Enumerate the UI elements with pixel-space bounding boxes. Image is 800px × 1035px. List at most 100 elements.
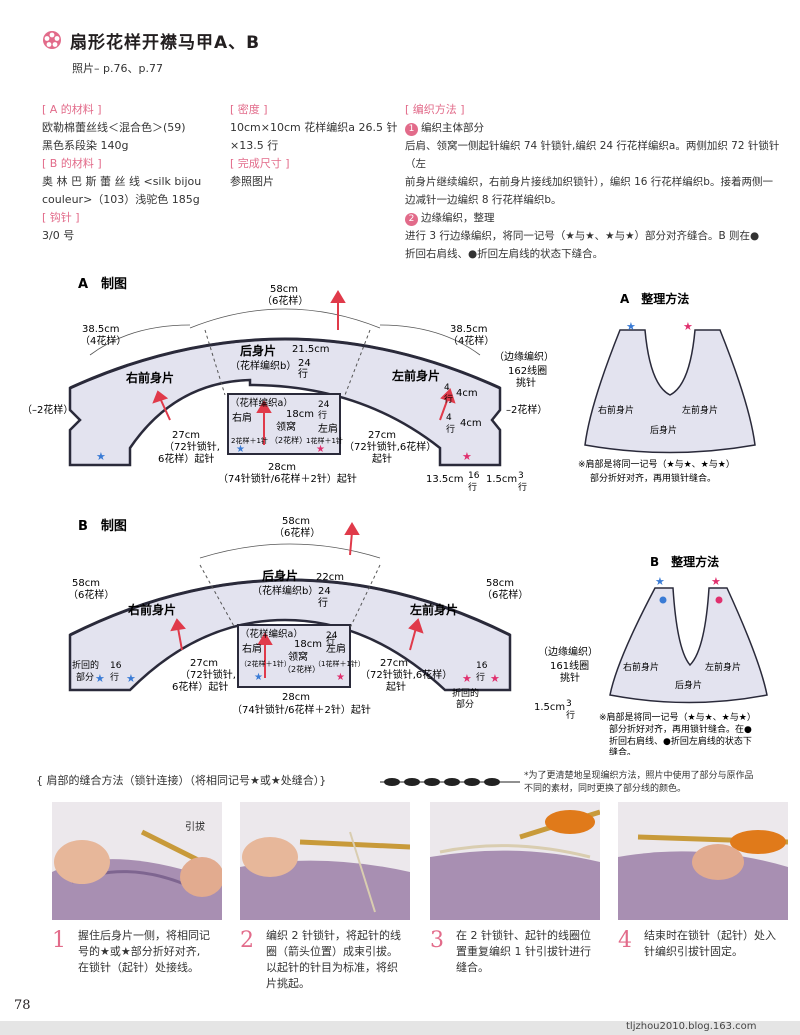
finishing-b: B 整理方法 ★ ★ 右前身片 左前身片 后身片 ※肩部是将同一记号（★与★、★…	[599, 554, 768, 755]
star-blue-icon: ★	[236, 444, 245, 455]
a-right-pattern: （4花样）	[448, 334, 494, 347]
a-cm27-left-sub2: 6花样）起针	[158, 452, 214, 465]
b-top-pattern: （6花样）	[274, 526, 320, 539]
step2-number: 2	[405, 213, 418, 226]
diagram-b-title: B 制图	[78, 518, 127, 534]
a-back-rows: 24	[298, 358, 311, 369]
b-left-pattern: （6花样）	[68, 588, 114, 601]
star-pink-icon: ★	[316, 444, 325, 455]
step2-l1: 编织 2 针锁针，将起针的线	[266, 929, 401, 942]
a-side-right: 1花样＋1针	[306, 436, 343, 445]
a-back-label: 后身片	[240, 343, 276, 358]
step1-l2: 号的★或★部分折好对齐,	[78, 945, 201, 958]
b-fold-right1: 折回的	[452, 687, 479, 699]
star-pink-icon: ★	[711, 575, 721, 588]
finishing-a-note1: ※肩部是将同一记号（★与★、★与★）	[578, 458, 735, 470]
finishing-b-back: 后身片	[675, 679, 702, 691]
star-blue-icon: ★	[95, 672, 105, 685]
b-cm27-right: 27cm	[380, 658, 408, 669]
b-cm27-left-sub2: 6花样）起针	[172, 680, 228, 693]
b-back-cm: 22cm	[316, 572, 344, 583]
finishing-b-note3: 折回右肩线、●折回左肩线的状态下	[609, 735, 752, 747]
finishing-b-note2: 部分折好对齐，再用锁针缝合。在●	[609, 723, 752, 735]
page-number: 78	[14, 998, 31, 1013]
b-materials-line2: couleur>（103）浅驼色 185g	[42, 193, 200, 206]
step4-l2: 针编织引拔针固定。	[644, 945, 743, 958]
finishing-a-note2: 部分折好对齐，再用锁针缝合。	[590, 472, 716, 484]
finishing-a: A 整理方法 ★ ★ 右前身片 左前身片 后身片 ※肩部是将同一记号（★与★、★…	[578, 291, 756, 484]
finishing-a-left: 左前身片	[682, 404, 718, 416]
step3-num: 3	[430, 928, 444, 953]
b-rows3-unit: 行	[566, 709, 575, 721]
step2-line1: 进行 3 行边缘编织，将同一记号（★与★、★与★）部分对齐缝合。B 则在●	[405, 230, 760, 242]
a-rows4b-unit: 行	[446, 423, 455, 435]
b-fold-left2: 部分	[76, 671, 94, 683]
hook-label: [ 钩针 ]	[42, 211, 80, 224]
a-edge-label: （边缘编织）	[494, 350, 554, 363]
step1-line3: 边减针一边编织 8 行花样编织b。	[405, 194, 562, 206]
b-neck: 领窝	[288, 650, 308, 663]
flower-icon	[43, 31, 61, 49]
size-label: [ 完成尺寸 ]	[230, 157, 290, 170]
a-rows3: 3	[518, 471, 524, 481]
a-rows16: 16	[468, 471, 480, 481]
step1-l3: 在锁针（起针）处接线。	[78, 961, 199, 974]
finishing-b-right: 右前身片	[623, 661, 659, 673]
diagram-b: B 制图 ★ ★ ★ ★ ★ ★ 58cm （6花样） 58cm （6花样） 5…	[68, 516, 598, 721]
a-left-width: 38.5cm	[82, 324, 120, 335]
step3-l3: 缝合。	[456, 961, 489, 974]
site-watermark: tljzhou2010.blog.163.com	[626, 1021, 757, 1032]
diagram-a-arrows	[152, 290, 456, 445]
b-cm15: 1.5cm	[534, 702, 565, 713]
step4: 4 结束时在锁针（起针）处入 针编织引拔针固定。	[618, 928, 798, 960]
step1-title: 编织主体部分	[421, 122, 484, 134]
hook-value: 3/0 号	[42, 229, 75, 242]
step1-number: 1	[405, 123, 418, 136]
step1-line1: 后肩、领窝一侧起针编织 74 针锁针,编织 24 行花样编织a。两侧加织 72 …	[405, 140, 780, 170]
b-side-left: （2花样＋1针）	[240, 659, 291, 668]
b-back-sub: （花样编织b）	[252, 584, 318, 597]
a-side-left: 2花样＋1针	[231, 436, 268, 445]
finishing-a-vest	[584, 329, 756, 454]
a-right-front: 右前身片	[125, 370, 174, 385]
a-edge-loops: 162线圈	[508, 364, 547, 377]
seam-heading: { 肩部的缝合方法（锁针连接）（将相同记号★或★处缝合）}	[36, 774, 327, 787]
materials-column: [ A 的材料 ] 欧勒棉蕾丝线＜混合色＞(59) 黑色系段染 140g [ B…	[42, 101, 222, 245]
diagram-a-center-panel	[227, 393, 341, 455]
a-cm27-right: 27cm	[368, 430, 396, 441]
a-rows4a: 4	[444, 383, 450, 393]
seam-note-line1: *为了更清楚地呈现编织方法，照片中使用了部分与原作品	[524, 771, 754, 781]
step3-l2: 置重复编织 1 针引拔针进行	[456, 945, 591, 958]
a-top-pattern: （6花样）	[262, 294, 308, 307]
b-bottom-cm: 28cm	[282, 692, 310, 703]
seam-note-line2: 不同的素材，同时更换了部分线的颜色。	[524, 784, 687, 794]
a-rows4a-unit: 行	[444, 393, 453, 405]
a-left-front: 左前身片	[391, 368, 440, 383]
b-edge-pick: 挑针	[560, 671, 580, 684]
a-bottom-cm: 28cm	[268, 462, 296, 473]
dot-pink-icon	[715, 596, 723, 604]
b-rows16-left-unit: 行	[110, 671, 119, 683]
a-left-pattern: （4花样）	[80, 334, 126, 347]
step3-photo	[430, 802, 600, 920]
b-cm27-right-sub: （72针锁针,6花样）	[360, 668, 452, 681]
dot-blue-icon	[659, 596, 667, 604]
a-top-width: 58cm	[270, 284, 298, 295]
b-neck-sub: （2花样）	[283, 664, 320, 674]
a-materials-line2: 黑色系段染 140g	[42, 139, 129, 152]
step3-l1: 在 2 针锁针、起针的线圈位	[456, 929, 591, 942]
step1-photo	[52, 802, 222, 920]
b-materials-line1: 奥 林 巴 斯 蕾 丝 线 <silk bijou	[42, 175, 202, 188]
diagram-a: A 制图 ★ ★ ★ ★ 58cm （6花样） 38.5cm （4花样） 38.…	[22, 276, 554, 493]
a-materials-label: [ A 的材料 ]	[42, 103, 102, 116]
a-edge-pick: 挑针	[516, 376, 536, 389]
diagram-b-arrows	[170, 522, 424, 678]
star-blue-icon: ★	[96, 450, 106, 463]
a-materials-line1: 欧勒棉蕾丝线＜混合色＞(59)	[42, 121, 186, 134]
b-right-pattern: （6花样）	[482, 588, 528, 601]
a-bottom-sub: （74针锁针/6花样＋2针）起针	[218, 472, 357, 485]
a-rows24-unit: 行	[318, 409, 327, 421]
a-cm15: 1.5cm	[486, 474, 517, 485]
b-rows24: 24	[326, 631, 338, 641]
